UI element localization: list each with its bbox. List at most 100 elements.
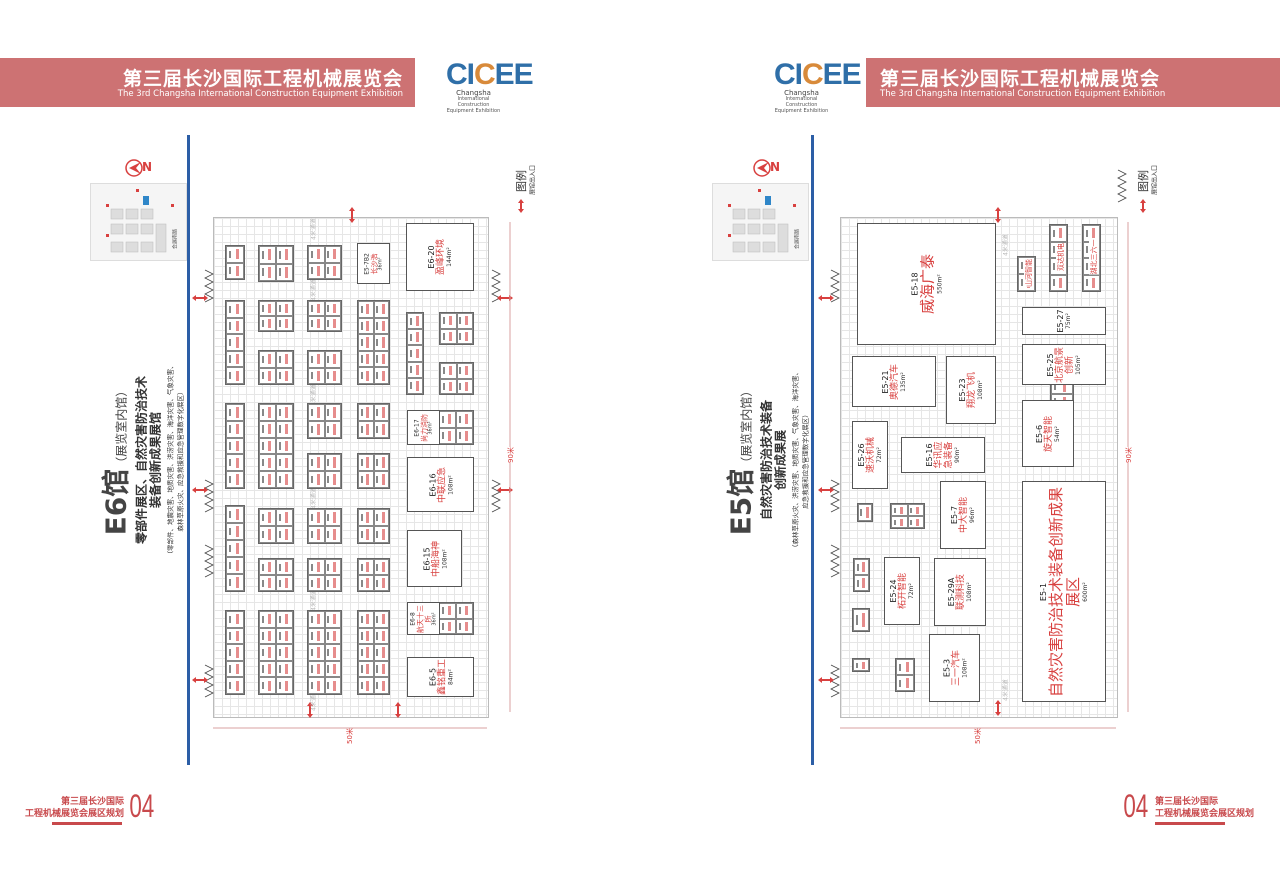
small-booth-block[interactable] — [357, 453, 390, 489]
small-booth[interactable] — [373, 404, 389, 421]
small-booth[interactable] — [308, 526, 325, 543]
small-booth[interactable] — [407, 361, 423, 378]
small-booth[interactable] — [358, 660, 374, 678]
small-booth-block[interactable] — [307, 350, 342, 385]
small-booth[interactable] — [358, 575, 374, 591]
small-booth[interactable] — [308, 351, 325, 368]
small-booth[interactable] — [324, 316, 341, 331]
small-booth[interactable] — [259, 301, 276, 316]
small-booth[interactable] — [407, 377, 423, 394]
small-booth[interactable] — [373, 677, 389, 694]
small-booth[interactable] — [440, 363, 457, 379]
small-booth[interactable] — [358, 644, 374, 661]
small-booth[interactable] — [324, 559, 341, 575]
small-booth-block[interactable] — [852, 608, 870, 632]
small-booth[interactable] — [226, 557, 244, 574]
small-booth-block[interactable] — [357, 403, 390, 439]
small-booth[interactable] — [259, 454, 276, 472]
small-booth[interactable] — [324, 351, 341, 368]
small-booth[interactable] — [854, 559, 869, 575]
small-booth-block[interactable] — [890, 503, 925, 529]
small-booth[interactable] — [259, 660, 276, 678]
small-booth[interactable] — [226, 367, 244, 384]
small-booth[interactable] — [324, 627, 341, 645]
small-booth[interactable] — [259, 526, 276, 543]
small-booth[interactable] — [226, 262, 244, 279]
small-booth[interactable] — [308, 627, 325, 645]
small-booth[interactable] — [358, 350, 374, 368]
small-booth[interactable] — [373, 471, 389, 488]
small-booth[interactable] — [324, 509, 341, 526]
small-booth[interactable] — [308, 677, 325, 694]
small-booth[interactable] — [896, 659, 914, 675]
small-booth-block[interactable] — [258, 300, 294, 332]
small-booth[interactable] — [226, 660, 244, 678]
small-booth[interactable] — [373, 301, 389, 318]
small-booth[interactable] — [324, 367, 341, 384]
small-booth[interactable] — [358, 454, 374, 471]
small-booth[interactable] — [456, 378, 473, 394]
small-booth[interactable] — [858, 504, 872, 521]
small-booth[interactable] — [308, 644, 325, 661]
small-booth[interactable] — [276, 404, 293, 421]
small-booth-block[interactable] — [307, 610, 342, 695]
small-booth[interactable] — [259, 559, 276, 575]
small-booth[interactable] — [373, 611, 389, 628]
small-booth[interactable] — [358, 404, 374, 421]
small-booth[interactable] — [226, 523, 244, 540]
small-booth-block[interactable] — [438, 410, 474, 445]
small-booth[interactable] — [324, 526, 341, 543]
small-booth[interactable] — [259, 611, 276, 628]
small-booth[interactable] — [407, 329, 423, 346]
small-booth[interactable] — [226, 471, 244, 488]
small-booth[interactable] — [276, 611, 293, 628]
small-booth[interactable] — [226, 317, 244, 335]
small-booth[interactable] — [226, 574, 244, 591]
small-booth[interactable] — [226, 677, 244, 694]
small-booth[interactable] — [896, 675, 914, 691]
small-booth[interactable] — [226, 454, 244, 472]
small-booth[interactable] — [276, 367, 293, 384]
small-booth[interactable] — [259, 677, 276, 694]
small-booth[interactable] — [456, 618, 473, 634]
small-booth[interactable] — [853, 609, 869, 631]
small-booth[interactable] — [456, 411, 473, 428]
small-booth[interactable] — [456, 313, 473, 329]
small-booth[interactable] — [226, 437, 244, 455]
small-booth-block[interactable] — [406, 312, 424, 395]
small-booth-block[interactable] — [895, 658, 915, 692]
small-booth[interactable] — [891, 504, 908, 516]
small-booth[interactable] — [440, 313, 457, 329]
small-booth[interactable] — [439, 427, 456, 444]
small-booth[interactable] — [456, 427, 473, 444]
small-booth-block[interactable] — [225, 245, 245, 280]
small-booth[interactable] — [373, 317, 389, 335]
small-booth[interactable] — [276, 627, 293, 645]
small-booth[interactable] — [226, 246, 244, 263]
small-booth[interactable] — [373, 334, 389, 351]
small-booth[interactable] — [226, 627, 244, 645]
small-booth[interactable] — [276, 301, 293, 316]
small-booth-block[interactable] — [357, 558, 390, 592]
small-booth[interactable] — [276, 316, 293, 331]
small-booth[interactable] — [308, 471, 325, 488]
small-booth[interactable] — [276, 559, 293, 575]
small-booth[interactable] — [907, 516, 924, 528]
small-booth-block[interactable] — [307, 300, 342, 332]
small-booth[interactable] — [259, 420, 276, 438]
small-booth[interactable] — [308, 301, 325, 316]
small-booth-block[interactable] — [307, 245, 342, 280]
small-booth[interactable] — [358, 317, 374, 335]
small-booth[interactable] — [259, 246, 276, 264]
small-booth[interactable] — [324, 246, 341, 263]
small-booth[interactable] — [373, 559, 389, 575]
small-booth-block[interactable] — [258, 610, 294, 695]
